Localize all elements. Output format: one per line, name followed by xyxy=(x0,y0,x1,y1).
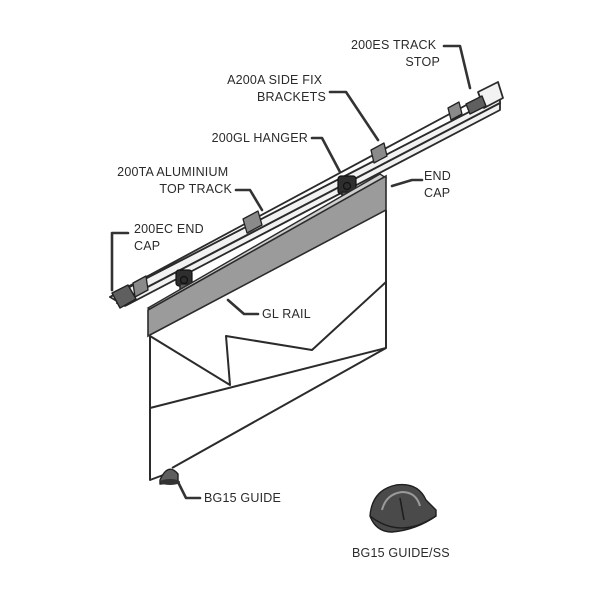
label-end-cap-right: END CAP xyxy=(424,169,455,200)
leader-end-cap-right xyxy=(390,178,424,188)
leader-side-fix-brackets xyxy=(328,90,380,142)
leader-bg15-guide xyxy=(176,480,202,500)
bg15-guide-small xyxy=(159,468,180,485)
label-gl-rail: GL RAIL xyxy=(262,307,311,321)
bracket-2 xyxy=(242,210,263,234)
label-side-fix-brackets: A200A SIDE FIX BRACKETS xyxy=(227,73,326,104)
bracket-3 xyxy=(370,142,388,164)
leader-hanger xyxy=(310,136,342,174)
label-track-stop: 200ES TRACK STOP xyxy=(351,38,440,69)
label-bg15-guide-ss: BG15 GUIDE/SS xyxy=(352,546,450,560)
glass-panel xyxy=(149,210,387,481)
top-track-front-face xyxy=(109,95,501,307)
label-hanger: 200GL HANGER xyxy=(212,131,308,145)
bg15-guide-ss-detail xyxy=(369,483,437,533)
leader-top-track xyxy=(234,188,264,212)
glass-bottom xyxy=(171,347,387,469)
side-fix-brackets xyxy=(132,101,463,298)
label-end-cap-left: 200EC END CAP xyxy=(134,222,208,253)
leader-track-stop xyxy=(442,44,472,90)
leader-gl-rail xyxy=(226,298,260,316)
track-stop-body xyxy=(465,95,487,115)
bracket-4 xyxy=(447,101,463,121)
leader-lines xyxy=(110,44,472,500)
label-top-track: 200TA ALUMINIUM TOP TRACK xyxy=(117,165,232,196)
bracket-1 xyxy=(132,275,149,298)
label-bg15-guide: BG15 GUIDE xyxy=(204,491,281,505)
top-track xyxy=(109,81,504,309)
left-end-cap-block xyxy=(111,284,137,309)
leader-end-cap-left xyxy=(110,231,130,292)
gl-rail xyxy=(146,173,388,338)
top-track-groove xyxy=(116,102,501,304)
labels: 200ES TRACK STOP A200A SIDE FIX BRACKETS… xyxy=(117,38,455,560)
